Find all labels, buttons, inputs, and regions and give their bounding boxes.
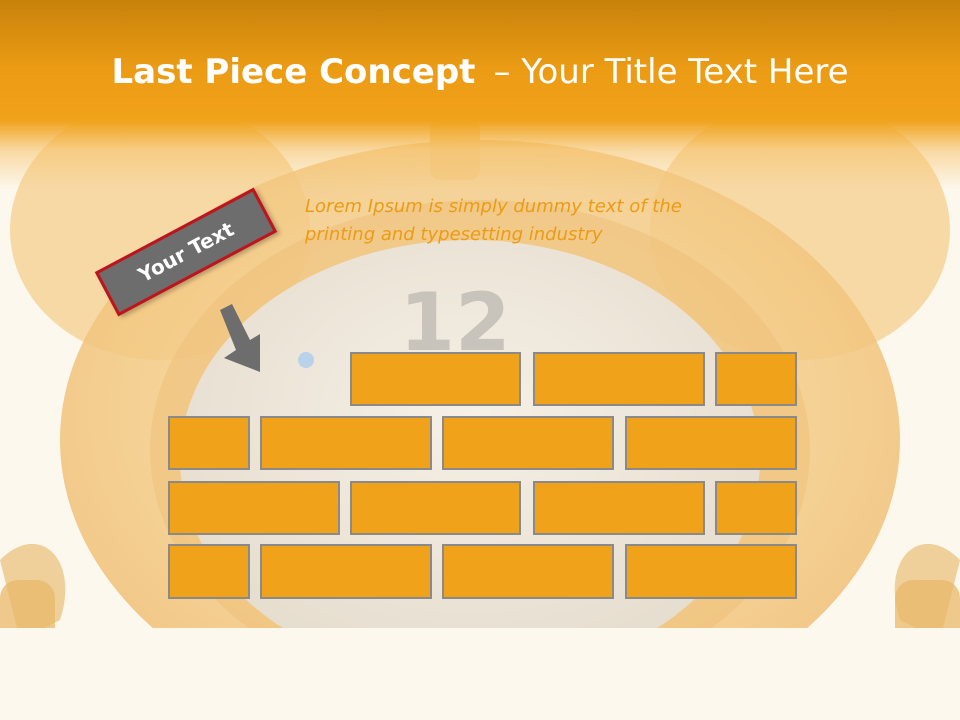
body-text-line2: printing and typesetting industry <box>305 224 603 245</box>
brick <box>350 481 521 535</box>
brick <box>533 352 705 406</box>
brick <box>533 481 705 535</box>
bottom-panel <box>0 628 960 720</box>
down-arrow-icon <box>220 304 260 372</box>
brick <box>168 544 250 599</box>
brick <box>625 416 797 470</box>
brick <box>442 544 614 599</box>
brick <box>715 352 797 406</box>
slide-title: Last Piece Concept – Your Title Text Here <box>0 52 960 92</box>
title-bold: Last Piece Concept <box>111 52 476 92</box>
title-band <box>0 0 960 190</box>
brick <box>260 416 432 470</box>
brick <box>350 352 521 406</box>
brick <box>168 416 250 470</box>
brick <box>442 416 614 470</box>
title-rest: – Your Title Text Here <box>493 52 849 92</box>
brick <box>260 544 432 599</box>
brick <box>715 481 797 535</box>
body-text: Lorem Ipsum is simply dummy text of the … <box>305 193 745 249</box>
brick <box>625 544 797 599</box>
body-text-line1: Lorem Ipsum is simply dummy text of the <box>305 196 682 217</box>
brick <box>168 481 340 535</box>
